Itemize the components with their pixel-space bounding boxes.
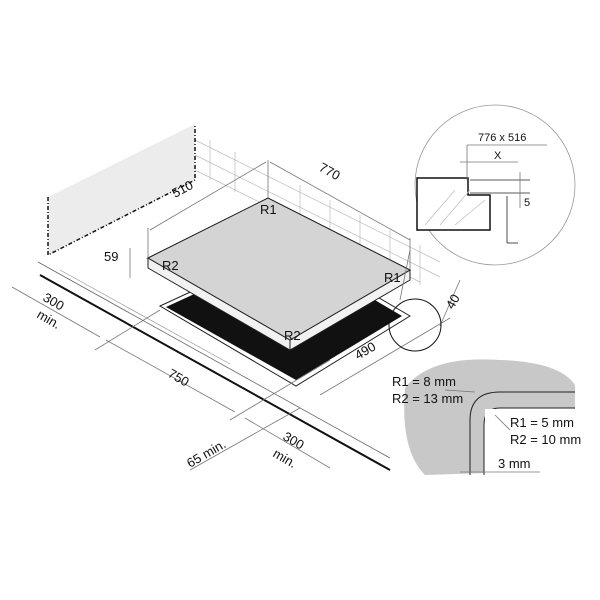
- clearance-front-label: 65 min.: [184, 436, 228, 470]
- hob-corner-left: R2: [162, 258, 179, 273]
- hob-corner-back: R1: [260, 202, 277, 217]
- cutout-edge-offset-label: 40: [443, 291, 463, 311]
- clearance-dimensions: [11, 279, 461, 471]
- hob-height-label: 59: [104, 249, 118, 264]
- callout-leader: [399, 249, 411, 301]
- section-detail: [414, 104, 576, 266]
- outer-r2-label: R2 = 13 mm: [392, 391, 463, 406]
- hob-body: [146, 197, 412, 351]
- gap-label: 3 mm: [498, 456, 531, 471]
- outer-r1-label: R1 = 8 mm: [392, 374, 456, 389]
- hob-dimensions: [129, 160, 411, 278]
- hob-width-label: 770: [317, 160, 343, 184]
- detail-callout-circle: [388, 298, 442, 352]
- hob-corner-right: R1: [384, 270, 401, 285]
- inner-r2-label: R2 = 10 mm: [510, 432, 581, 447]
- section-depth-label: 5: [524, 197, 530, 209]
- countertop-edges: [37, 261, 391, 471]
- inner-r1-label: R1 = 5 mm: [510, 415, 574, 430]
- corner-detail: [404, 359, 575, 475]
- section-opening-label: 776 x 516: [478, 132, 526, 144]
- section-gap-label: X: [494, 150, 502, 162]
- hob-corner-front: R2: [284, 328, 301, 343]
- back-wall: [47, 124, 196, 257]
